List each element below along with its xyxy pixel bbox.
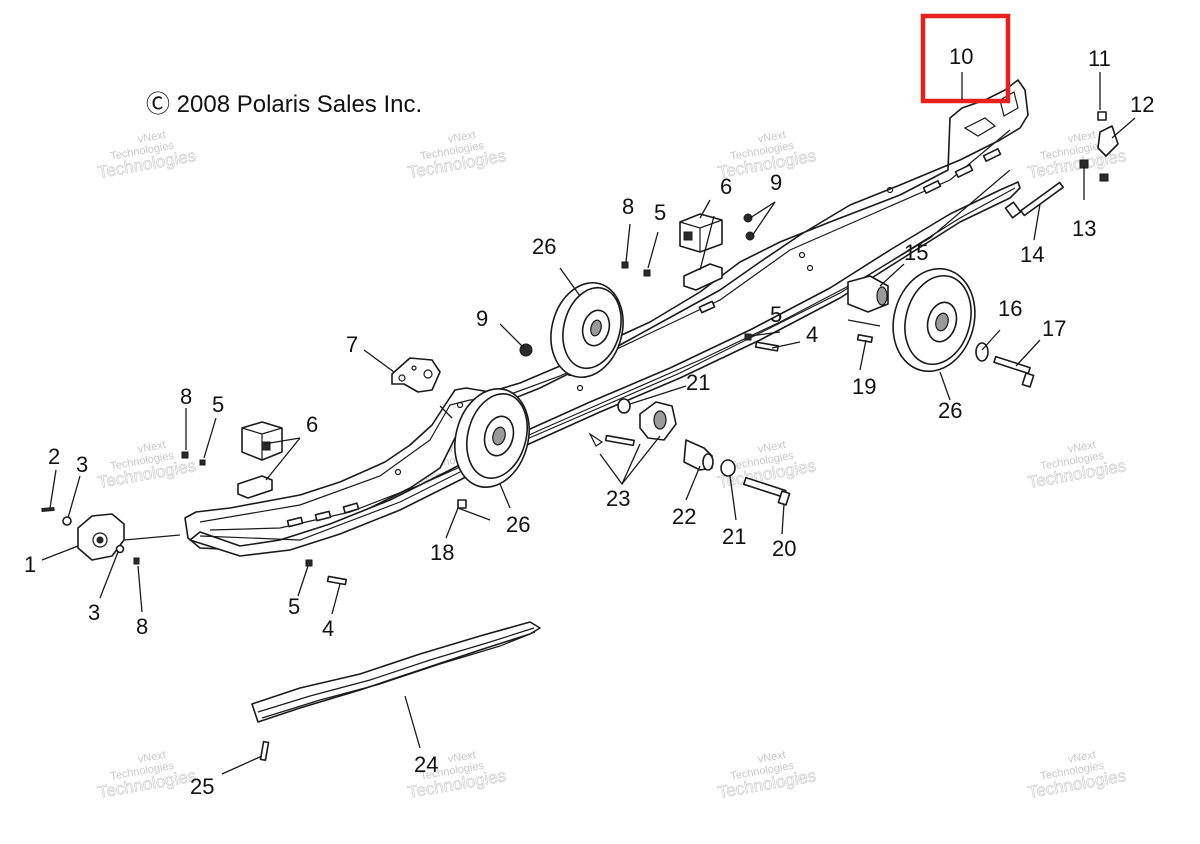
callout-24: 24 — [414, 752, 438, 777]
spacer-part[interactable] — [683, 439, 714, 471]
callout-18: 18 — [430, 540, 454, 565]
callout-5: 5 — [288, 594, 300, 619]
callout-15: 15 — [904, 240, 928, 265]
copyright-text: Ⓒ 2008 Polaris Sales Inc. — [146, 91, 422, 118]
callout-7: 7 — [346, 332, 358, 357]
callout-14: 14 — [1020, 242, 1044, 267]
watermark-line1: vNext — [447, 129, 477, 146]
leader-lines — [41, 72, 1136, 775]
callout-5: 5 — [212, 392, 224, 417]
callout-12: 12 — [1130, 92, 1154, 117]
pivot-part[interactable] — [588, 401, 677, 447]
callout-21: 21 — [722, 524, 746, 549]
callout-9: 9 — [476, 306, 488, 331]
callout-22: 22 — [672, 504, 696, 529]
highlight-box — [920, 13, 1011, 104]
callout-8: 8 — [136, 614, 148, 639]
callout-5: 5 — [770, 302, 782, 327]
axle-shock-mount[interactable] — [847, 275, 889, 313]
callout-6: 6 — [306, 412, 318, 437]
front-hardware — [41, 451, 206, 565]
idler-wheel-front[interactable] — [444, 380, 539, 495]
callout-1: 1 — [24, 552, 36, 577]
wear-block-left[interactable] — [237, 421, 283, 499]
idler-wheel-middle[interactable] — [541, 275, 633, 386]
watermark-line1: vNext — [1067, 129, 1097, 146]
callout-labels: 1 2 3 3 4 4 5 5 5 5 6 6 7 8 8 8 9 9 10 1… — [24, 44, 1154, 799]
callout-23: 23 — [606, 486, 630, 511]
idler-wheel-rear[interactable] — [882, 259, 986, 380]
watermark-line1: vNext — [757, 129, 787, 146]
callout-20: 20 — [772, 536, 796, 561]
hyfax-slide-strip[interactable] — [251, 621, 541, 723]
callout-9: 9 — [770, 170, 782, 195]
watermark-line1: vNext — [757, 749, 787, 766]
callout-8: 8 — [622, 194, 634, 219]
callout-8: 8 — [180, 384, 192, 409]
callout-19: 19 — [852, 374, 876, 399]
hardware-group — [259, 111, 1119, 762]
watermark-line1: vNext — [1067, 749, 1097, 766]
callout-3: 3 — [76, 452, 88, 477]
watermark-line1: vNext — [137, 439, 167, 456]
callout-11: 11 — [1088, 46, 1111, 71]
callout-4: 4 — [322, 616, 334, 641]
callout-26: 26 — [938, 398, 962, 423]
callout-2: 2 — [48, 444, 60, 469]
callout-3: 3 — [88, 600, 100, 625]
rail-slide-frame[interactable] — [184, 79, 1029, 557]
watermark-line1: vNext — [1067, 439, 1097, 456]
watermark-line1: vNext — [757, 439, 787, 456]
callout-6: 6 — [720, 174, 732, 199]
callout-25: 25 — [190, 774, 214, 799]
bracket-part[interactable] — [391, 357, 441, 393]
callout-21: 21 — [686, 370, 710, 395]
wear-block-upper[interactable] — [679, 213, 723, 291]
watermark-line1: vNext — [137, 129, 167, 146]
callout-4: 4 — [806, 322, 818, 347]
callout-26: 26 — [506, 512, 530, 537]
callout-5: 5 — [654, 200, 666, 225]
callout-13: 13 — [1072, 216, 1096, 241]
callout-17: 17 — [1042, 316, 1066, 341]
watermark-line1: vNext — [447, 749, 477, 766]
callout-26: 26 — [532, 234, 556, 259]
callout-16: 16 — [998, 296, 1022, 321]
callout-10: 10 — [949, 44, 973, 69]
watermark-line1: vNext — [137, 749, 167, 766]
